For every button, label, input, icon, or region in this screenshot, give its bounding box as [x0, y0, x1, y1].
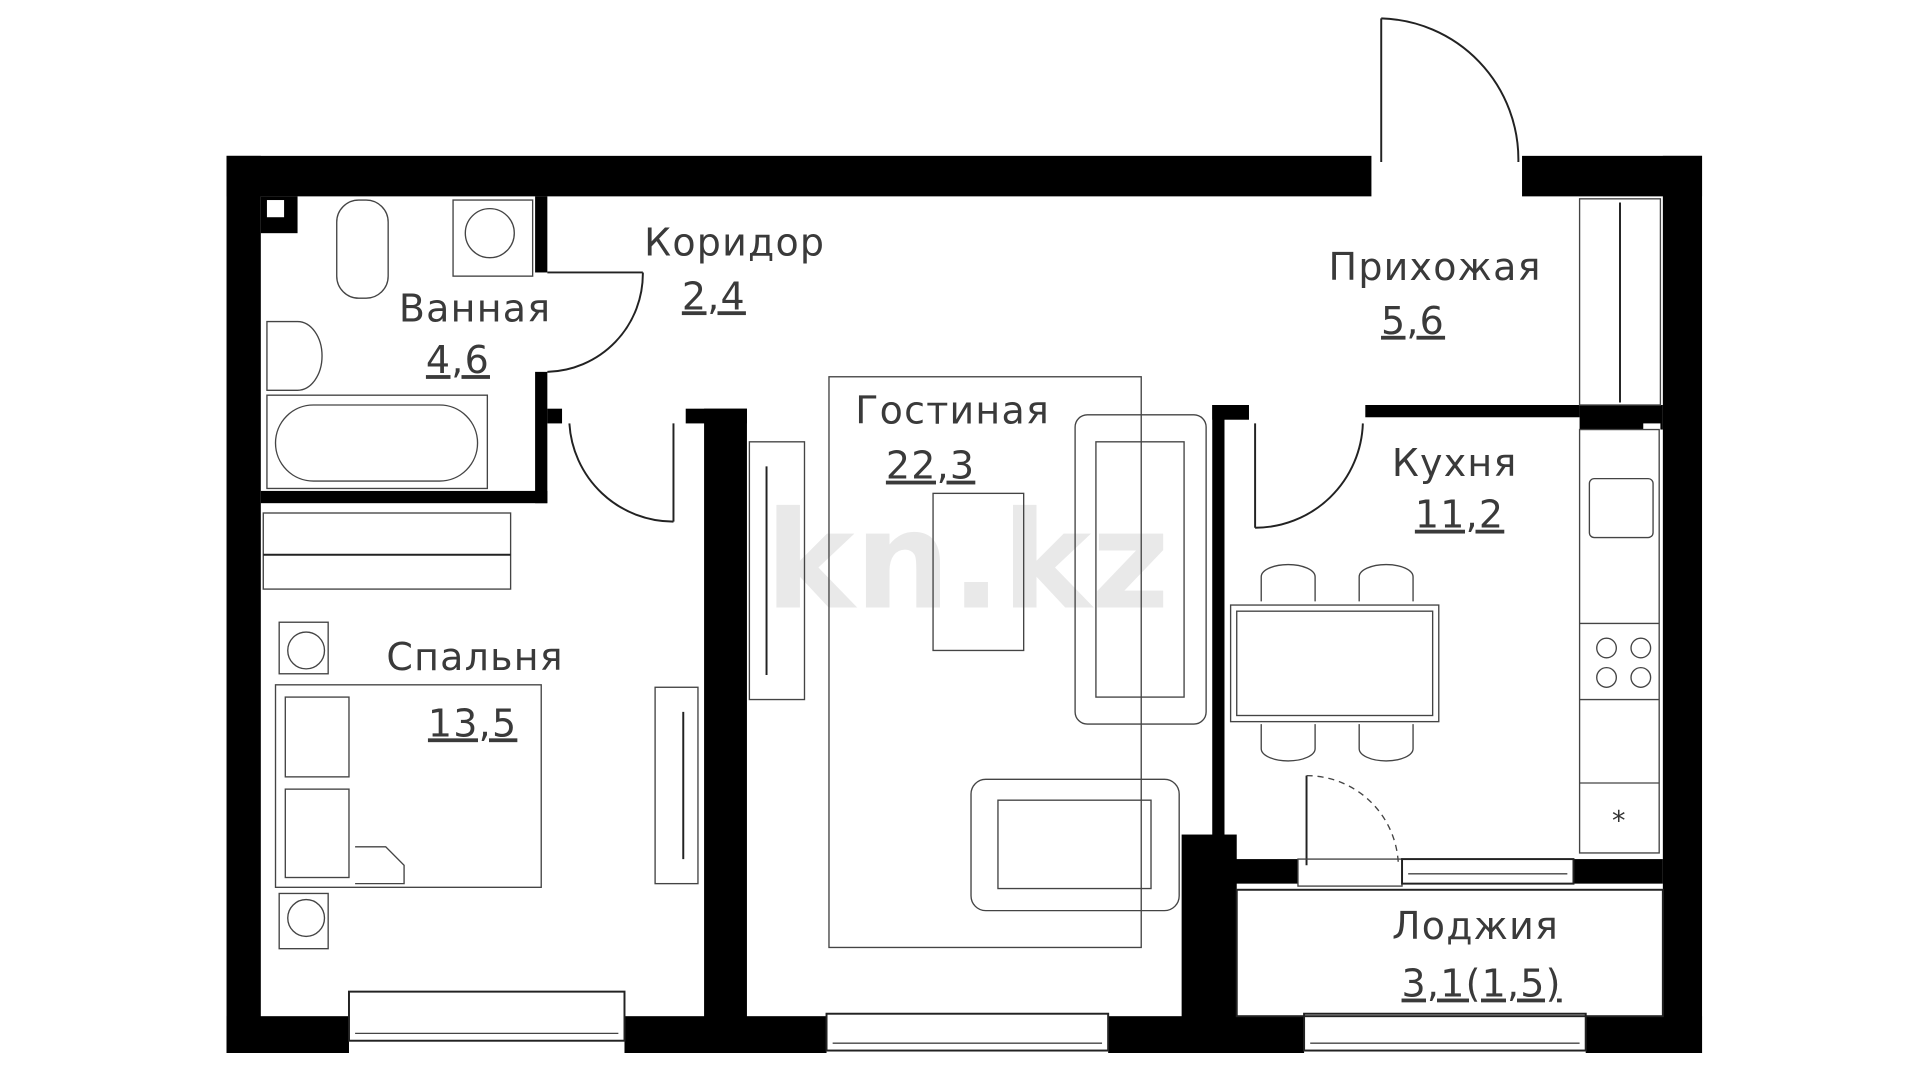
room-labels: Коридор 2,4 Ванная 4,6 Прихожая 5,6 Гост… — [386, 220, 1562, 1006]
balcony-door — [1297, 774, 1403, 887]
bathroom-fixtures — [266, 199, 534, 490]
windows — [348, 858, 1587, 1052]
kitchen-furniture: * — [1229, 428, 1660, 854]
room-name-bathroom: Ванная — [399, 287, 551, 331]
bedroom-door — [568, 423, 675, 523]
room-area-kitchen: 11,2 — [1415, 493, 1504, 537]
room-name-hallway: Прихожая — [1329, 245, 1542, 289]
room-name-corridor: Коридор — [644, 220, 825, 264]
kitchen-door — [1254, 423, 1364, 529]
loggia-outline — [1235, 888, 1664, 1018]
room-name-bedroom: Спальня — [386, 635, 563, 679]
room-area-corridor: 2,4 — [682, 274, 746, 318]
room-area-hallway: 5,6 — [1381, 299, 1445, 343]
bedroom-furniture — [262, 512, 699, 950]
living-room-furniture — [748, 376, 1207, 949]
hall-wardrobe — [1578, 198, 1662, 406]
svg-text:*: * — [1612, 806, 1625, 837]
room-name-kitchen: Кухня — [1392, 441, 1518, 485]
room-area-living-room: 22,3 — [886, 444, 975, 488]
room-area-loggia: 3,1(1,5) — [1402, 962, 1562, 1006]
room-name-loggia: Лоджия — [1392, 904, 1559, 948]
walls — [226, 155, 1703, 1053]
room-area-bathroom: 4,6 — [426, 338, 490, 382]
entrance-door — [1380, 17, 1520, 163]
bathroom-door — [547, 271, 644, 373]
room-area-bedroom: 13,5 — [428, 701, 517, 745]
watermark: kn.kz — [765, 482, 1170, 639]
room-name-living-room: Гостиная — [855, 388, 1050, 432]
